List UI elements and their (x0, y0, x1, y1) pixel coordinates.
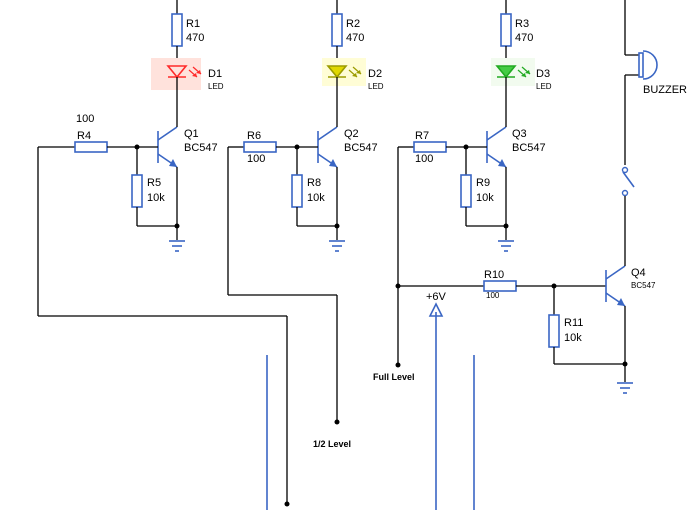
resistor-r8: R8 10k (291, 147, 340, 240)
stage-2-input-wire: 1/2 Level (227, 147, 351, 449)
supply-probe: +6V (426, 291, 447, 510)
q2-ref: Q2 (344, 128, 359, 140)
r3-ref: R3 (515, 18, 529, 30)
stage-1: R1 470 D1 LED Q1 BC547 (37, 0, 290, 507)
led-d2: D2 LED (322, 58, 384, 115)
r2-value: 470 (346, 32, 364, 44)
resistor-r5: R5 10k (131, 147, 180, 240)
q3-model: BC547 (512, 142, 546, 154)
full-level-wire: Full Level (373, 147, 415, 382)
resistor-r6: R6 100 (228, 130, 318, 165)
ground-symbol (498, 240, 514, 252)
ground-symbol (329, 240, 345, 252)
r3-value: 470 (515, 32, 533, 44)
r5-value: 10k (147, 192, 165, 204)
r10-ref: R10 (484, 269, 504, 281)
r4-value: 100 (76, 113, 94, 125)
r11-value: 10k (564, 332, 582, 344)
r5-ref: R5 (147, 177, 161, 189)
r8-value: 10k (307, 192, 325, 204)
r6-ref: R6 (247, 130, 261, 142)
r6-value: 100 (247, 153, 265, 165)
resistor-r3: R3 470 (500, 0, 533, 62)
led-d3: D3 LED (491, 58, 552, 115)
r11-ref: R11 (564, 317, 583, 329)
switch (621, 75, 635, 266)
q2-model: BC547 (344, 142, 378, 154)
resistor-r2: R2 470 (331, 0, 364, 62)
ground-symbol (169, 240, 185, 252)
q4-ref: Q4 (631, 267, 646, 279)
transistor-q2: Q2 BC547 (317, 115, 378, 180)
buzzer-label: BUZZER (643, 84, 687, 96)
r1-value: 470 (186, 32, 204, 44)
d2-ref: D2 (368, 68, 382, 80)
resistor-r9: R9 10k (460, 147, 509, 240)
d2-type: LED (368, 82, 384, 91)
resistor-r7: R7 100 (398, 130, 487, 165)
stage-4: R10 100 Q4 BC547 R11 10k (398, 0, 687, 394)
d1-type: LED (208, 82, 224, 91)
r4-ref: R4 (77, 130, 91, 142)
r9-value: 10k (476, 192, 494, 204)
q3-ref: Q3 (512, 128, 527, 140)
supply-label: +6V (426, 291, 447, 303)
resistor-r11: R11 10k (548, 286, 628, 382)
ground-symbol (617, 382, 633, 394)
resistor-r4: 100 R4 (38, 113, 158, 153)
q1-model: BC547 (184, 142, 218, 154)
resistor-r1: R1 470 (171, 0, 204, 62)
r7-value: 100 (415, 153, 433, 165)
led-d1: D1 LED (151, 58, 224, 115)
d3-type: LED (536, 82, 552, 91)
r7-ref: R7 (415, 130, 429, 142)
level-probes (266, 355, 475, 510)
stage-1-input-wire (37, 147, 290, 507)
transistor-q1: Q1 BC547 (157, 115, 218, 180)
transistor-q4: Q4 BC547 (605, 265, 656, 307)
transistor-q3: Q3 BC547 (486, 115, 546, 180)
stage-3: R3 470 D3 LED Q3 BC547 (373, 0, 552, 382)
buzzer: BUZZER (624, 0, 687, 96)
d3-ref: D3 (536, 68, 550, 80)
r9-ref: R9 (476, 177, 490, 189)
resistor-r10: R10 100 (398, 269, 606, 300)
d1-ref: D1 (208, 68, 222, 80)
full-level-label: Full Level (373, 372, 415, 382)
r2-ref: R2 (346, 18, 360, 30)
r10-value: 100 (486, 291, 500, 300)
q4-model: BC547 (631, 281, 656, 290)
q1-ref: Q1 (184, 128, 199, 140)
half-level-label: 1/2 Level (313, 439, 351, 449)
r8-ref: R8 (307, 177, 321, 189)
r1-ref: R1 (186, 18, 200, 30)
stage-2: R2 470 D2 LED Q2 BC547 (227, 0, 384, 449)
